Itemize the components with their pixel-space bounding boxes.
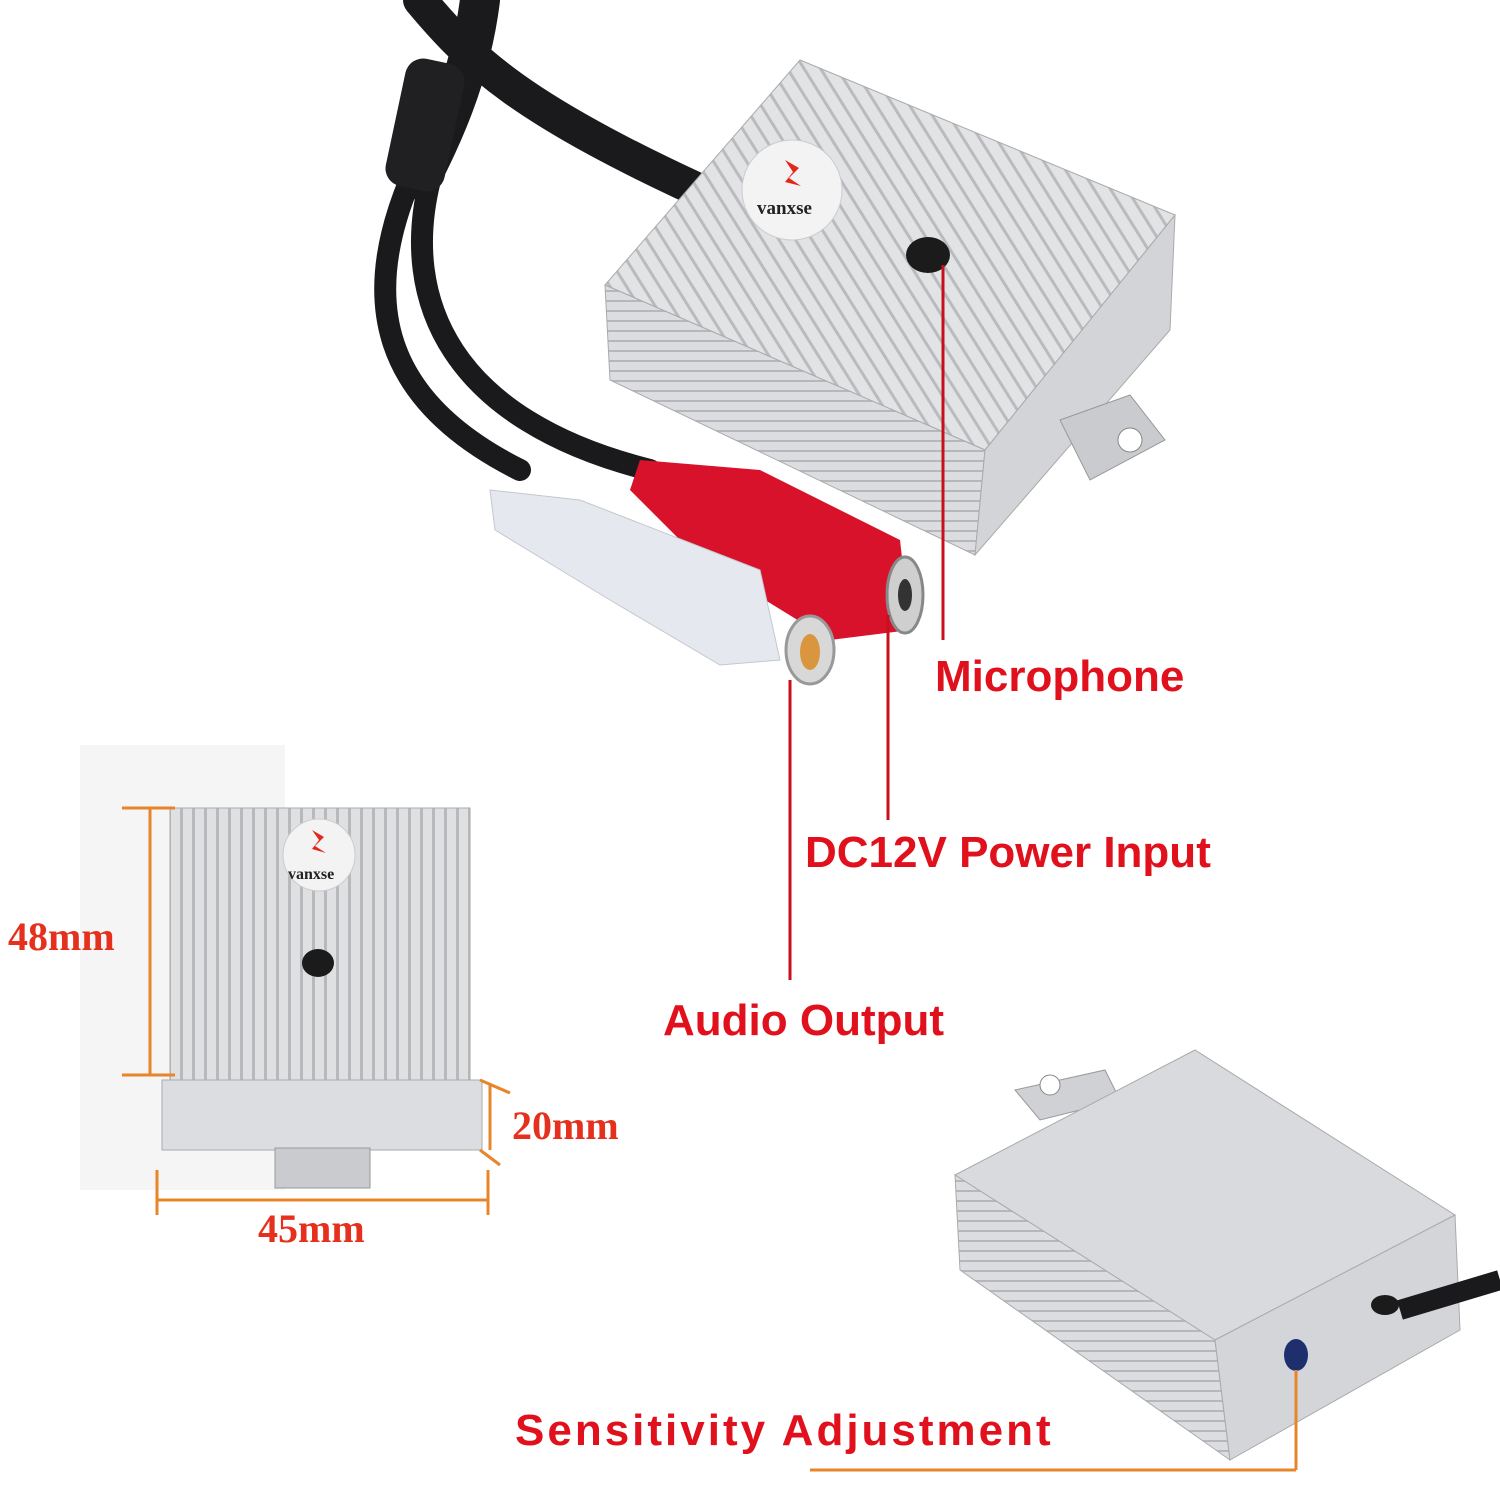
width-dimension: 45mm	[258, 1206, 365, 1251]
sensitivity-callout-line	[810, 1370, 1298, 1472]
logo-mark	[785, 160, 801, 186]
power-input-label: DC12V Power Input	[805, 828, 1211, 877]
height-dimension: 48mm	[8, 914, 115, 959]
brand-logo: vanxse	[757, 198, 812, 219]
main-housing	[604, 59, 1176, 557]
brand-logo-small: vanxse	[288, 866, 335, 883]
microphone-hole	[906, 237, 950, 273]
mount-tab	[1059, 394, 1166, 481]
callout-lines	[788, 265, 945, 980]
dimension-lines	[122, 806, 511, 1215]
sensitivity-knob	[1284, 1339, 1308, 1371]
audio-output-label: Audio Output	[663, 996, 945, 1045]
front-view-housing	[80, 745, 483, 1190]
side-view-housing	[953, 1049, 1500, 1462]
logo-badge	[741, 139, 843, 241]
depth-dimension: 20mm	[512, 1103, 619, 1148]
rca-red-connector	[630, 460, 925, 640]
microphone-label: Microphone	[935, 652, 1185, 701]
rca-white-connector	[489, 489, 836, 686]
sensitivity-label: Sensitivity Adjustment	[515, 1406, 1054, 1455]
cable-strain-relief	[385, 58, 465, 192]
